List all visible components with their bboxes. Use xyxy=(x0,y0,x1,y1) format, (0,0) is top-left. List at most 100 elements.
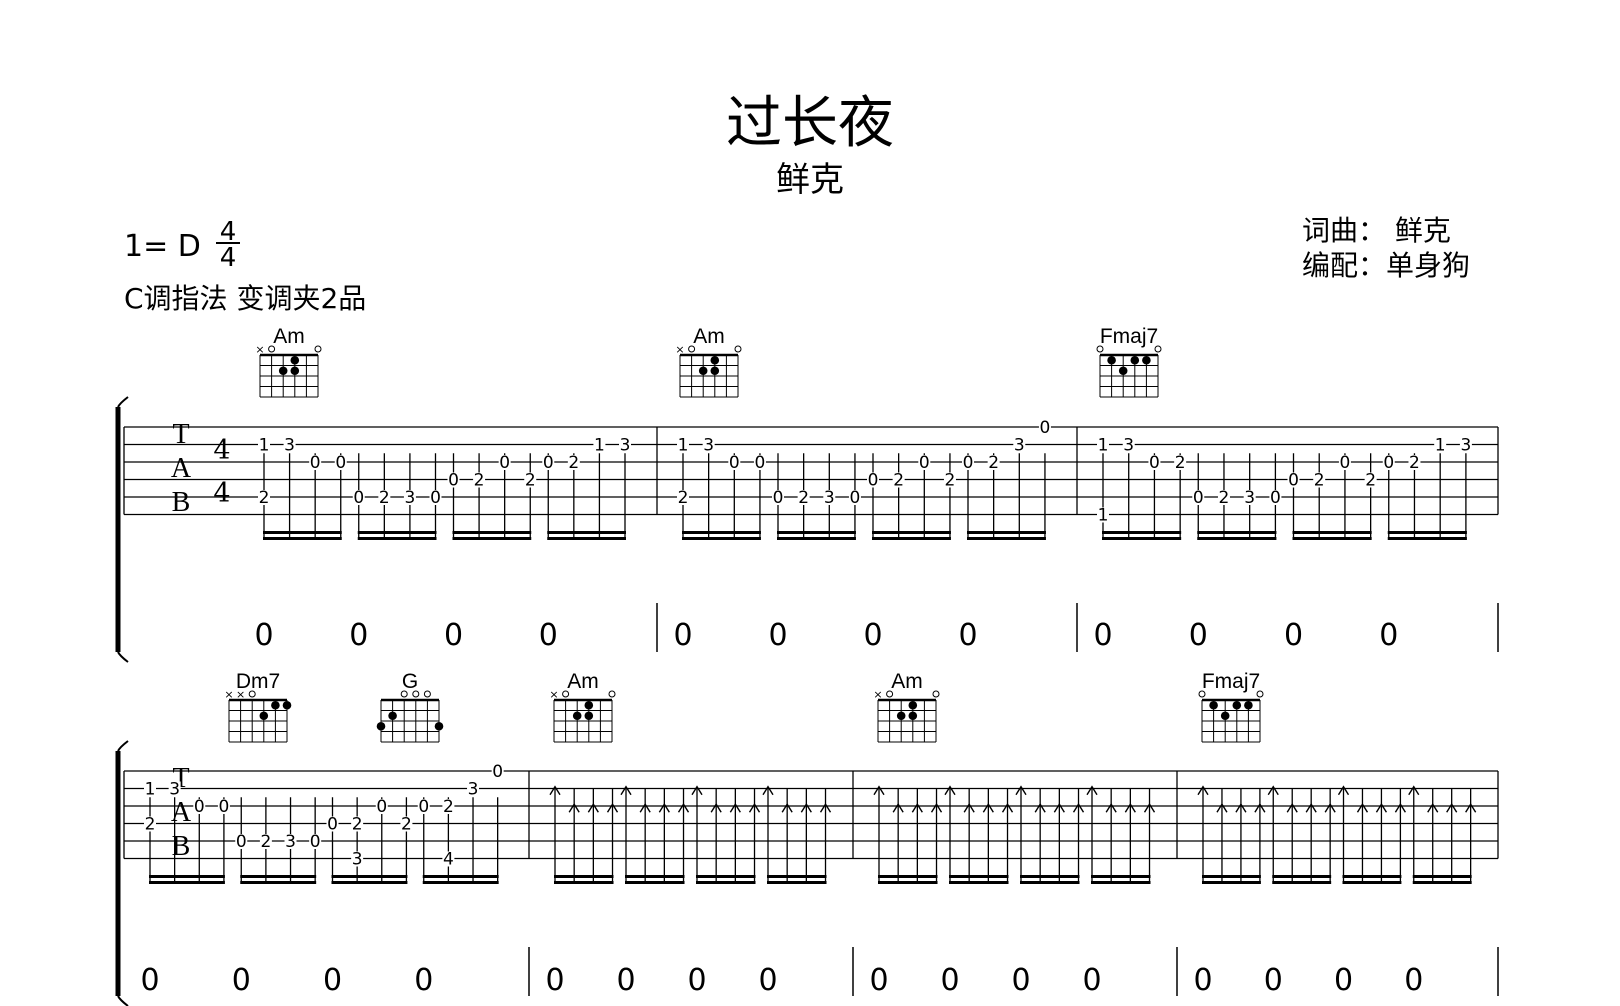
tab-note-bg xyxy=(1287,472,1300,488)
tab-fret-number: 1 xyxy=(594,436,605,456)
chord-name: G xyxy=(402,670,418,693)
muted-string-mark: × xyxy=(255,343,264,356)
tab-letter-t: T xyxy=(172,419,189,450)
tab-fret-number: 0 xyxy=(353,488,364,508)
tab-note-bg xyxy=(375,799,388,814)
tab-note-bg xyxy=(442,851,455,867)
tab-note-bg xyxy=(417,799,430,814)
tab-note-bg xyxy=(1192,490,1205,505)
tab-note-bg xyxy=(403,490,416,505)
rhythm-note: 0 xyxy=(616,963,635,998)
tab-note-bg xyxy=(491,764,504,779)
tab-note-bg xyxy=(352,490,365,505)
tab-note-bg xyxy=(1243,490,1256,505)
arpeggio-arrow xyxy=(762,785,774,796)
tab-note-bg xyxy=(1148,455,1161,470)
open-string-mark xyxy=(886,690,894,698)
song-artist: 鲜克 xyxy=(776,160,844,200)
arpeggio-arrow xyxy=(982,802,994,813)
tab-fret-number: 4 xyxy=(443,850,454,870)
tab-fret-number: 2 xyxy=(525,471,536,491)
time-signature-top: 4 xyxy=(220,217,237,247)
finger-dot xyxy=(1232,700,1242,710)
tab-fret-number: 1 xyxy=(1098,436,1109,456)
tab-note-bg xyxy=(429,490,442,505)
tab-note-bg xyxy=(1269,490,1282,505)
tab-fret-number: 1 xyxy=(678,436,689,456)
tab-fret-number: 3 xyxy=(169,780,180,800)
arpeggio-arrow xyxy=(568,802,580,813)
tab-note-bg xyxy=(259,834,272,849)
tab-note-bg xyxy=(309,455,322,470)
open-string-mark xyxy=(423,690,431,698)
tab-note-bg xyxy=(1038,420,1051,435)
chord-name: Am xyxy=(273,325,305,348)
arpeggio-arrow xyxy=(658,802,670,813)
tab-fret-number: 0 xyxy=(919,453,930,473)
rhythm-note: 0 xyxy=(869,963,888,998)
arpeggio-arrow xyxy=(1015,785,1027,796)
tab-time-top: 4 xyxy=(213,435,230,466)
finger-dot xyxy=(1220,711,1230,721)
tab-fret-number: 0 xyxy=(448,471,459,491)
tab-fret-number: 0 xyxy=(963,453,974,473)
rhythm-note: 0 xyxy=(1193,963,1212,998)
tab-fret-number: 3 xyxy=(352,850,363,870)
tab-note-bg xyxy=(918,455,931,470)
finger-dot xyxy=(388,711,397,721)
tab-note-bg xyxy=(1122,437,1135,453)
arpeggio-arrow xyxy=(930,802,943,813)
open-string-mark xyxy=(268,345,276,353)
tab-note-bg xyxy=(283,437,296,453)
muted-string-mark: × xyxy=(236,688,245,701)
tab-note-bg xyxy=(193,799,206,814)
tab-note-bg xyxy=(1408,455,1421,470)
tab-fret-number: 3 xyxy=(468,780,479,800)
tab-note-bg xyxy=(378,490,391,505)
tab-fret-number: 0 xyxy=(310,453,321,473)
rhythm-note: 0 xyxy=(1264,963,1283,998)
tab-fret-number: 1 xyxy=(259,436,270,456)
tab-fret-number: 0 xyxy=(218,797,229,817)
arpeggio-arrow xyxy=(1375,802,1388,813)
arpeggio-arrow xyxy=(1086,785,1098,796)
finger-dot xyxy=(282,700,292,710)
arpeggio-arrow xyxy=(1286,802,1298,813)
bracket-top-hook xyxy=(117,396,129,408)
rhythm-note: 0 xyxy=(1334,963,1353,998)
tab-fret-number: 2 xyxy=(1219,488,1230,508)
tab-note-bg xyxy=(593,437,606,453)
tab-fret-number: 2 xyxy=(1365,471,1376,491)
tab-note-bg xyxy=(753,455,766,470)
tab-fret-number: 0 xyxy=(1040,418,1051,438)
arpeggio-arrow xyxy=(1235,802,1247,813)
open-string-mark xyxy=(1198,690,1206,698)
tab-note-bg xyxy=(867,472,879,488)
rhythm-note: 0 xyxy=(1189,618,1208,653)
rhythm-note: 0 xyxy=(687,963,706,998)
tab-fret-number: 3 xyxy=(284,436,295,456)
arpeggio-arrow xyxy=(1356,802,1369,813)
rhythm-note: 0 xyxy=(254,618,273,653)
tab-fret-number: 0 xyxy=(499,453,510,473)
rhythm-note: 0 xyxy=(940,963,959,998)
tab-note-bg xyxy=(447,472,460,488)
tab-fret-number: 3 xyxy=(405,488,416,508)
tab-note-bg xyxy=(943,472,956,488)
tab-fret-number: 0 xyxy=(1270,488,1281,508)
finger-dot xyxy=(1130,355,1140,365)
arpeggio-arrow xyxy=(944,785,956,796)
tab-fret-number: 0 xyxy=(194,797,205,817)
bracket-top-hook xyxy=(117,740,129,752)
rhythm-note: 0 xyxy=(1284,618,1303,653)
tab-note-bg xyxy=(168,781,181,797)
finger-dot xyxy=(584,711,594,721)
tab-fret-number: 0 xyxy=(543,453,554,473)
finger-dot xyxy=(1107,355,1116,365)
open-string-mark xyxy=(608,690,616,698)
credit-arranger: 编配：单身狗 xyxy=(1302,249,1470,282)
chord-name: Dm7 xyxy=(236,670,280,693)
arpeggio-arrow xyxy=(1216,802,1228,813)
finger-dot xyxy=(698,366,708,376)
